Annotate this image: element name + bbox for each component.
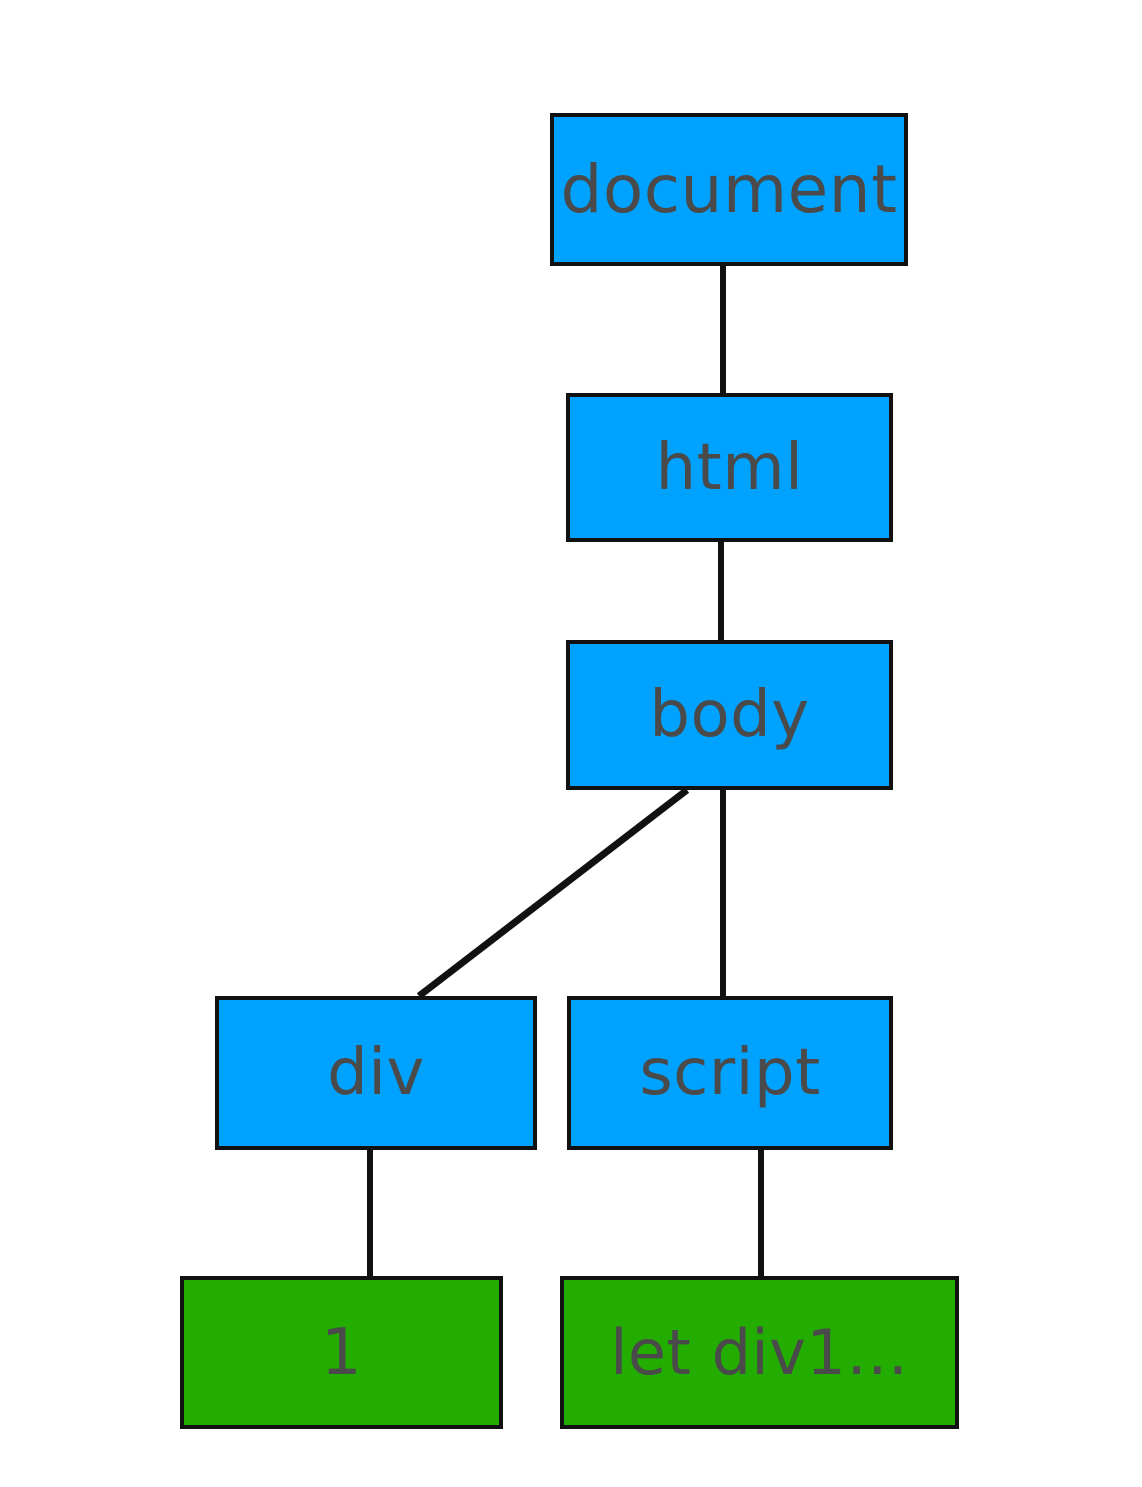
node-script-label: script: [639, 1036, 821, 1110]
edge-body-div: [416, 787, 690, 999]
node-text-1-label: 1: [320, 1315, 363, 1390]
node-document-label: document: [560, 150, 898, 228]
node-body[interactable]: body: [566, 640, 893, 790]
node-text-2-label: let div1…: [610, 1315, 909, 1389]
node-html[interactable]: html: [566, 393, 893, 542]
node-script[interactable]: script: [567, 996, 893, 1150]
node-body-label: body: [649, 678, 810, 752]
node-div[interactable]: div: [215, 996, 537, 1150]
node-div-label: div: [327, 1036, 425, 1110]
node-text-1[interactable]: 1: [180, 1276, 503, 1429]
node-text-2[interactable]: let div1…: [560, 1276, 959, 1429]
node-html-label: html: [655, 430, 804, 505]
node-document[interactable]: document: [550, 113, 908, 266]
